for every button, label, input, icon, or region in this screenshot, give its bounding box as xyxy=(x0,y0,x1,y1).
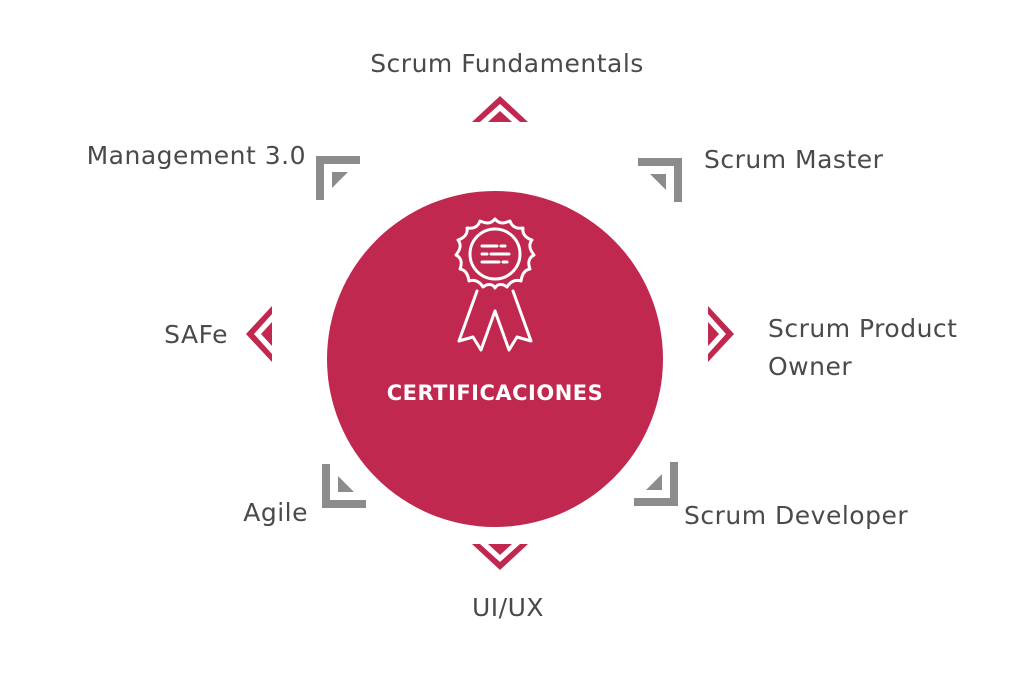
label-safe: SAFe xyxy=(164,320,228,349)
chevron-down-icon xyxy=(472,544,528,570)
corner-bracket-bottom-right-icon xyxy=(634,462,678,506)
label-agile: Agile xyxy=(243,498,308,527)
chevron-up-icon xyxy=(472,96,528,122)
award-ribbon-icon xyxy=(454,217,536,352)
label-scrum-fundamentals: Scrum Fundamentals xyxy=(370,49,644,78)
center-circle: CERTIFICACIONES xyxy=(327,191,663,527)
chevron-left-icon xyxy=(246,306,272,362)
center-title: CERTIFICACIONES xyxy=(386,381,604,405)
corner-bracket-top-left-icon xyxy=(316,156,360,200)
label-management-3-0: Management 3.0 xyxy=(86,141,306,170)
label-scrum-product-owner: Scrum Product Owner xyxy=(768,314,958,381)
corner-bracket-top-right-icon xyxy=(638,158,682,202)
corner-bracket-bottom-left-icon xyxy=(322,464,366,508)
label-scrum-master: Scrum Master xyxy=(704,145,884,174)
label-scrum-developer: Scrum Developer xyxy=(684,501,909,530)
label-ui-ux: UI/UX xyxy=(471,593,545,622)
chevron-right-icon xyxy=(708,306,734,362)
